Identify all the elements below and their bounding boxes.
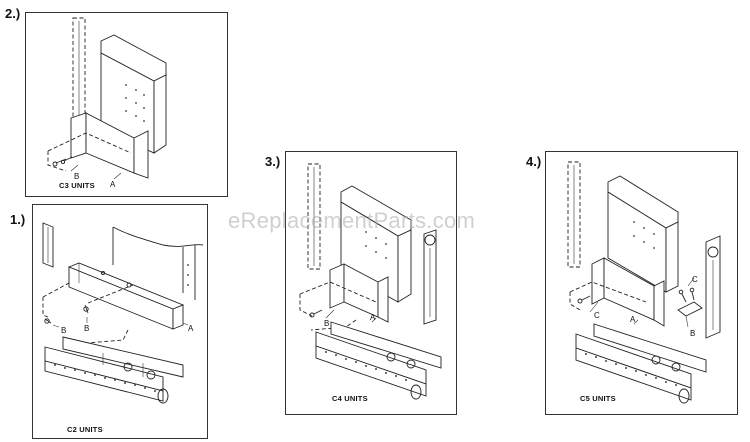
step-4-diagram-panel: A B C C C5 UNITS xyxy=(545,151,738,415)
step-4-exploded-view: A B C C xyxy=(567,161,721,404)
step-4-callout-c-left: C xyxy=(594,311,600,320)
step-4-callout-b: B xyxy=(690,329,695,338)
step-4-label: 4.) xyxy=(526,154,542,169)
step-2-exploded-view: A B xyxy=(47,17,167,189)
step-4-callout-a: A xyxy=(630,315,636,324)
step-1-label: 1.) xyxy=(10,212,26,227)
step-2-unit-caption: C3 UNITS xyxy=(59,181,95,190)
step-3-diagram-panel: A B C4 UNITS xyxy=(285,151,457,415)
step-3-label: 3.) xyxy=(265,154,281,169)
step-1-diagram-panel: A B B C2 UNITS xyxy=(32,204,208,439)
step-1-callout-a: A xyxy=(188,324,194,333)
step-3-callout-b: B xyxy=(324,319,329,328)
step-1-unit-caption: C2 UNITS xyxy=(67,425,103,434)
step-3-unit-caption: C4 UNITS xyxy=(332,394,368,403)
step-3-exploded-view: A B xyxy=(299,163,442,400)
step-1-exploded-view: A B B xyxy=(42,222,204,404)
step-1-callout-b-center: B xyxy=(84,324,89,333)
step-2-callout-a: A xyxy=(110,180,116,189)
step-3-callout-a: A xyxy=(370,313,376,322)
step-4-unit-caption: C5 UNITS xyxy=(580,394,616,403)
step-2-label: 2.) xyxy=(5,6,21,21)
step-2-diagram-panel: A B C3 UNITS xyxy=(25,12,228,197)
step-2-callout-b: B xyxy=(74,172,79,181)
step-4-callout-c-right: C xyxy=(692,275,698,284)
step-1-callout-b-left: B xyxy=(61,326,66,335)
